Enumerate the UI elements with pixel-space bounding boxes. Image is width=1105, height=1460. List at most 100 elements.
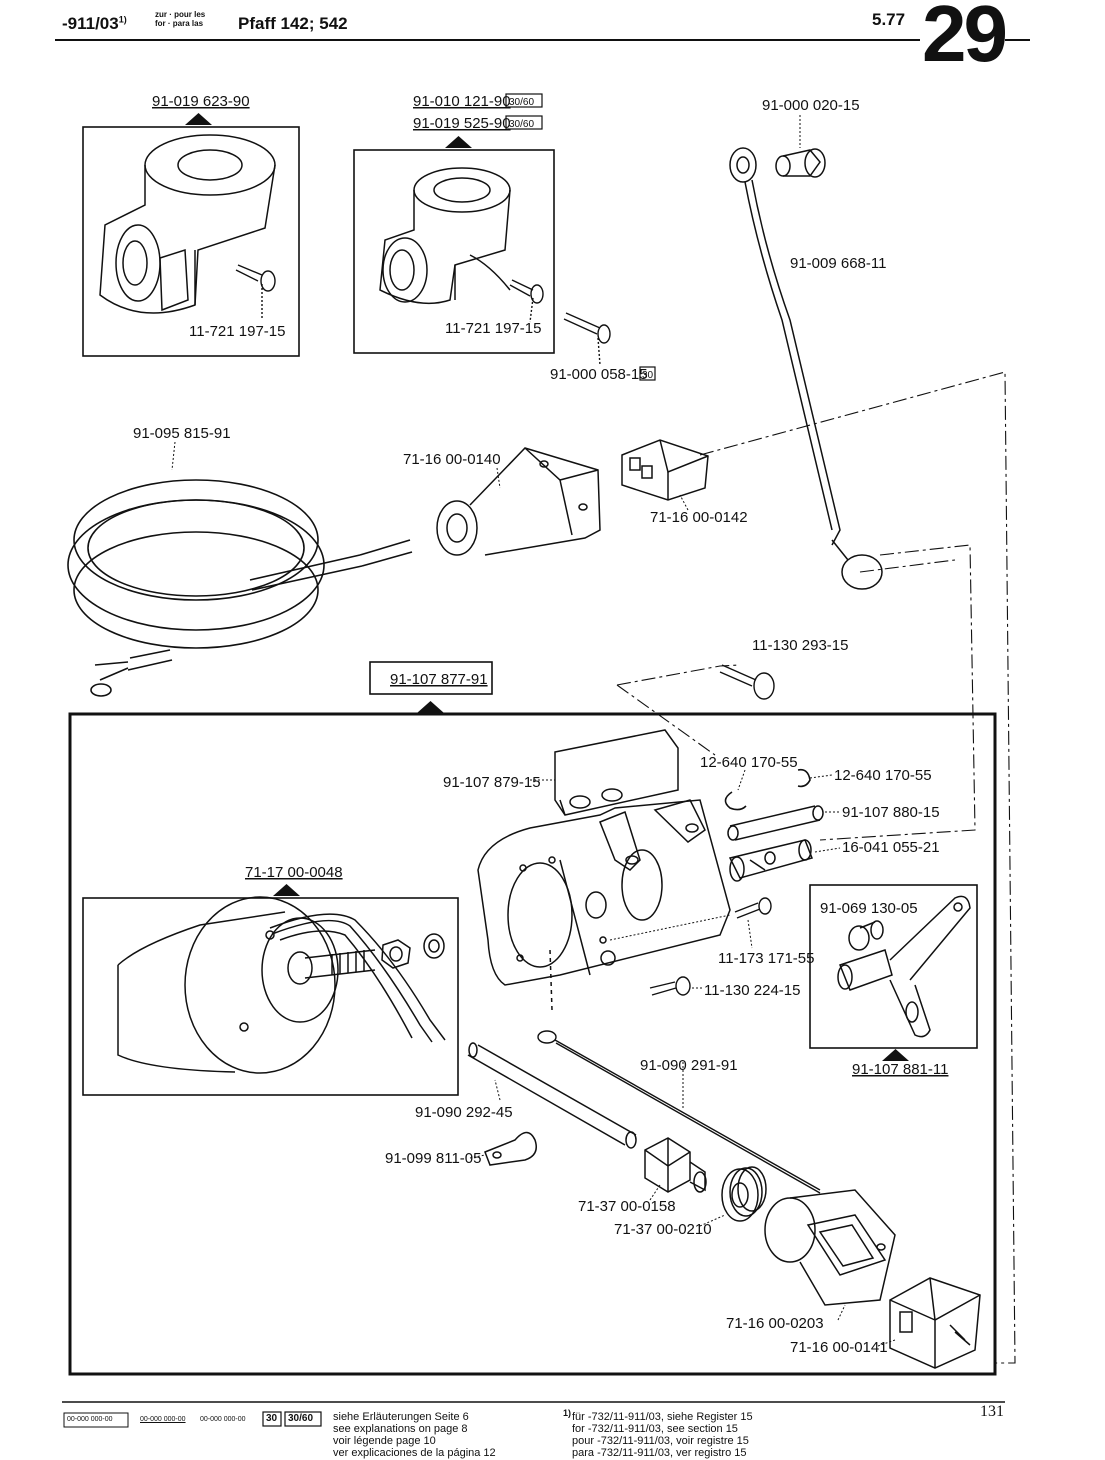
legend-3060-frame — [284, 1411, 322, 1427]
motor-mount-plate — [477, 799, 731, 1011]
pointer-triangle — [273, 884, 300, 896]
part-11130293: 11-130 293-15 — [752, 637, 848, 654]
spring-insert — [721, 1166, 767, 1222]
legend-3060: 30/60 — [288, 1413, 314, 1424]
leader — [809, 774, 833, 779]
retaining-clip-a — [724, 791, 747, 811]
coupling — [728, 839, 813, 882]
badge-3060-b: 30/60 — [505, 115, 543, 130]
part-91107881: 91-107 881-11 — [852, 1061, 948, 1078]
box-91019623 — [82, 126, 300, 357]
part-91099811: 91-099 811-05 — [385, 1150, 481, 1167]
legend-box1-frame — [63, 1412, 129, 1428]
legend-underlined: 00-000 000-00 — [140, 1416, 186, 1423]
part-91000020: 91-000 020-15 — [762, 97, 860, 114]
lang-line1: zur · pour les — [155, 10, 206, 19]
part-91009668: 91-009 668-11 — [790, 255, 886, 272]
explanation-text: siehe Erläuterungen Seite 6 see explanat… — [333, 1411, 496, 1459]
part-91107877: 91-107 877-91 — [390, 671, 488, 688]
leader — [679, 494, 689, 511]
expl-en: see explanations on page 8 — [333, 1423, 468, 1435]
box-91107881 — [809, 884, 978, 1049]
elbow-housing-a — [99, 134, 276, 314]
leader — [747, 919, 753, 949]
part-91095815: 91-095 815-91 — [133, 425, 231, 442]
screw-11130293 — [719, 664, 775, 700]
nut-washer — [381, 933, 445, 969]
part-71160142: 71-16 00-0142 — [650, 509, 748, 526]
pointer-triangle — [417, 701, 444, 713]
screw-11173171 — [734, 897, 772, 919]
note-en: for -732/11-911/03, see section 15 — [572, 1423, 738, 1435]
part-11130224: 11-130 224-15 — [704, 982, 800, 999]
part-91010121: 91-010 121-90 — [413, 93, 511, 110]
box-91010121 — [353, 149, 555, 354]
stud-91000020 — [775, 148, 826, 178]
part-91090292: 91-090 292-45 — [415, 1104, 513, 1121]
doc-code: -911/031) — [62, 14, 127, 34]
date-label: 5.77 — [872, 10, 906, 29]
leader — [699, 1214, 726, 1227]
part-91090291: 91-090 291-91 — [640, 1057, 738, 1074]
badge-text: 30/60 — [509, 97, 534, 108]
part-91107879: 91-107 879-15 — [443, 774, 541, 791]
connector-insert-0142 — [621, 439, 709, 501]
part-91019525: 91-019 525-90 — [413, 115, 511, 132]
legend-box1: 00-000 000-00 — [67, 1416, 113, 1423]
bracket-plate — [554, 729, 679, 816]
leader — [737, 769, 746, 791]
badge-text: 30 — [642, 370, 654, 381]
note-de: für -732/11-911/03, siehe Register 15 — [572, 1411, 753, 1423]
leader — [877, 1339, 896, 1347]
model-title: Pfaff 142; 542 — [238, 14, 348, 33]
leader — [494, 1079, 501, 1101]
lang-line2: for · para las — [155, 19, 204, 28]
leader — [496, 467, 501, 489]
legend-plain: 00-000 000-00 — [200, 1416, 246, 1423]
pivot-pin — [727, 805, 824, 841]
part-71370210: 71-37 00-0210 — [614, 1221, 712, 1238]
part-16041055: 16-041 055-21 — [842, 839, 940, 856]
part-11721197-b: 11-721 197-15 — [445, 320, 541, 337]
note-mark: 1) — [563, 1408, 572, 1418]
part-71160141: 71-16 00-0141 — [790, 1339, 888, 1356]
connector-hood-0203 — [764, 1189, 896, 1306]
legend-30: 30 — [266, 1413, 278, 1424]
lang-label: zur · pour les for · para las — [155, 10, 205, 28]
retaining-clip-b — [797, 768, 811, 788]
part-71370158: 71-37 00-0158 — [578, 1198, 676, 1215]
part-71160203: 71-16 00-0203 — [726, 1315, 824, 1332]
part-11173171: 11-173 171-55 — [718, 950, 814, 967]
motor — [117, 896, 446, 1074]
leader — [469, 1154, 486, 1159]
part-12640170-b: 12-640 170-55 — [834, 767, 932, 784]
lever-arm — [837, 895, 971, 1038]
screw-a — [235, 264, 276, 320]
part-11721197-a: 11-721 197-15 — [189, 323, 285, 340]
pointer-triangle — [185, 113, 212, 125]
box-91107877-label — [369, 661, 493, 695]
part-71170048: 71-17 00-0048 — [245, 864, 343, 881]
leader — [171, 441, 176, 471]
ground-wire — [537, 1030, 821, 1194]
tube — [467, 1042, 637, 1149]
cable-gland — [644, 1137, 707, 1193]
expl-es: ver explicaciones de la página 12 — [333, 1447, 496, 1459]
pointer-triangle — [882, 1049, 909, 1061]
part-91069130: 91-069 130-05 — [820, 900, 918, 917]
note-text: für -732/11-911/03, siehe Register 15 fo… — [572, 1411, 753, 1459]
box-91107877 — [68, 712, 997, 1376]
part-91107880: 91-107 880-15 — [842, 804, 940, 821]
note-es: para -732/11-911/03, ver registro 15 — [572, 1447, 747, 1459]
expl-de: siehe Erläuterungen Seite 6 — [333, 1411, 469, 1423]
part-12640170-a: 12-640 170-55 — [700, 754, 798, 771]
section-number: 29 — [922, 0, 1008, 78]
legend-30-frame — [262, 1411, 282, 1427]
doc-code-footnote: 1) — [118, 14, 127, 25]
leader — [609, 914, 731, 941]
part-91000058: 91-000 058-15 — [550, 366, 648, 383]
leader — [649, 1184, 661, 1201]
screw-91000058 — [563, 312, 611, 366]
screw-b — [509, 279, 544, 323]
page-number: 131 — [980, 1403, 1004, 1420]
